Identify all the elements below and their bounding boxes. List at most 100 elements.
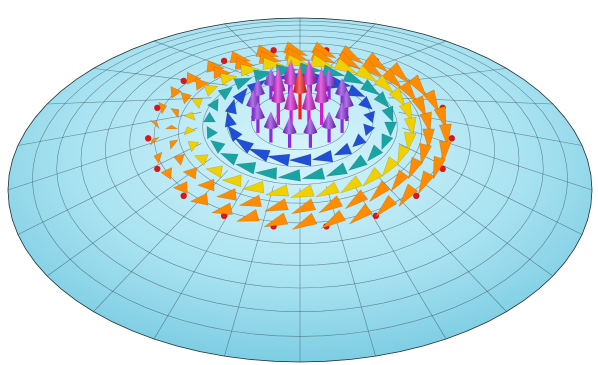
spin-arrow — [183, 126, 196, 136]
spin-arrow — [263, 212, 289, 228]
spin-arrow — [282, 116, 297, 148]
spin-arrow — [397, 144, 411, 166]
spin-arrow — [419, 142, 432, 166]
spin-arrow — [292, 212, 318, 230]
spin-arrow — [362, 166, 383, 187]
spin-arrow — [263, 198, 289, 212]
spin-arrow — [403, 117, 417, 137]
grid-ring — [129, 42, 471, 244]
spin-arrow — [221, 174, 242, 188]
spin-arrow — [347, 154, 368, 171]
spin-arrow — [170, 108, 180, 119]
spin-arrow — [205, 165, 223, 179]
boundary-dot — [220, 212, 228, 219]
spin-arrow — [438, 140, 452, 165]
spin-arrow — [363, 110, 376, 124]
spin-arrow — [210, 140, 226, 154]
spin-arrow — [339, 175, 363, 194]
spin-arrow — [315, 181, 340, 198]
spin-arrow — [390, 169, 410, 193]
spin-arrow — [247, 148, 271, 163]
spin-arrow — [398, 183, 419, 207]
grid-spoke — [17, 111, 202, 146]
spin-arrow — [338, 45, 364, 65]
spin-arrow — [234, 137, 255, 154]
spin-arrow — [363, 123, 376, 137]
spin-arrow — [284, 84, 299, 133]
boundary-dot — [439, 165, 446, 173]
spin-arrow — [271, 77, 286, 125]
spin-arrow — [422, 89, 440, 114]
grid-spoke — [398, 143, 583, 235]
spin-arrow — [381, 133, 394, 151]
spin-arrow — [277, 169, 301, 182]
grid-ring — [7, 17, 593, 363]
spin-arrow — [342, 69, 366, 85]
grid-spoke — [388, 157, 554, 277]
boundary-dot — [154, 165, 161, 173]
spin-arrow — [217, 86, 234, 101]
spin-arrow — [232, 87, 248, 105]
spin-arrow — [366, 144, 384, 162]
spin-arrow — [150, 137, 160, 146]
spin-arrow — [357, 95, 373, 110]
spin-arrow — [398, 101, 413, 122]
grid-spoke — [224, 185, 274, 357]
spin-arrow — [408, 156, 424, 180]
boundary-dot — [413, 192, 420, 199]
grid-ring — [104, 35, 495, 266]
spin-arrow — [422, 128, 435, 151]
spin-arrow — [193, 154, 209, 167]
spin-arrow — [352, 133, 367, 148]
boundary-dot — [220, 57, 228, 65]
spin-arrow — [189, 193, 209, 206]
grid-ring — [80, 29, 520, 289]
spin-arrow — [303, 116, 318, 148]
spin-arrow — [206, 98, 219, 112]
spin-arrow — [158, 101, 168, 115]
boundary-dot — [180, 192, 187, 199]
spin-arrow — [411, 95, 427, 119]
boundary-dot — [145, 135, 152, 142]
grid-spoke — [7, 127, 198, 191]
grid-spoke — [326, 23, 376, 70]
spin-arrow — [195, 78, 210, 91]
spin-arrow — [233, 77, 253, 91]
spin-arrow — [235, 209, 260, 222]
spin-arrow — [387, 61, 410, 85]
grid-spoke — [46, 157, 212, 277]
grid-spoke — [93, 170, 228, 312]
spin-arrow — [419, 111, 432, 135]
spin-arrow — [381, 67, 404, 90]
spin-arrow — [438, 123, 452, 148]
spin-arrow — [173, 153, 185, 166]
spin-arrow — [325, 162, 348, 177]
spin-arrow — [368, 180, 391, 203]
spin-arrow — [375, 194, 398, 217]
spin-arrow — [345, 189, 369, 210]
spin-arrow — [266, 153, 291, 167]
spin-arrow — [321, 209, 346, 229]
spin-arrow — [187, 141, 200, 153]
spin-arrow — [215, 188, 237, 201]
spin-arrow — [224, 111, 238, 128]
spin-arrow — [183, 111, 196, 121]
spin-arrow — [314, 77, 329, 125]
spin-arrow — [164, 124, 179, 130]
grid-spoke — [153, 40, 250, 77]
spin-arrow — [349, 203, 373, 225]
spin-arrow — [240, 63, 261, 77]
spin-arrow — [310, 54, 336, 69]
spin-arrow — [433, 105, 447, 131]
spin-arrow — [203, 111, 216, 123]
spin-arrow — [301, 167, 326, 180]
grid-ring — [56, 24, 544, 313]
spin-arrow — [373, 90, 390, 109]
spin-arrow — [253, 69, 275, 83]
spin-arrow — [227, 124, 243, 143]
spin-arrow — [169, 139, 179, 151]
spin-arrow — [381, 156, 400, 178]
spin-arrow — [388, 86, 407, 108]
spin-arrow — [241, 180, 265, 194]
spin-arrow — [210, 202, 233, 215]
